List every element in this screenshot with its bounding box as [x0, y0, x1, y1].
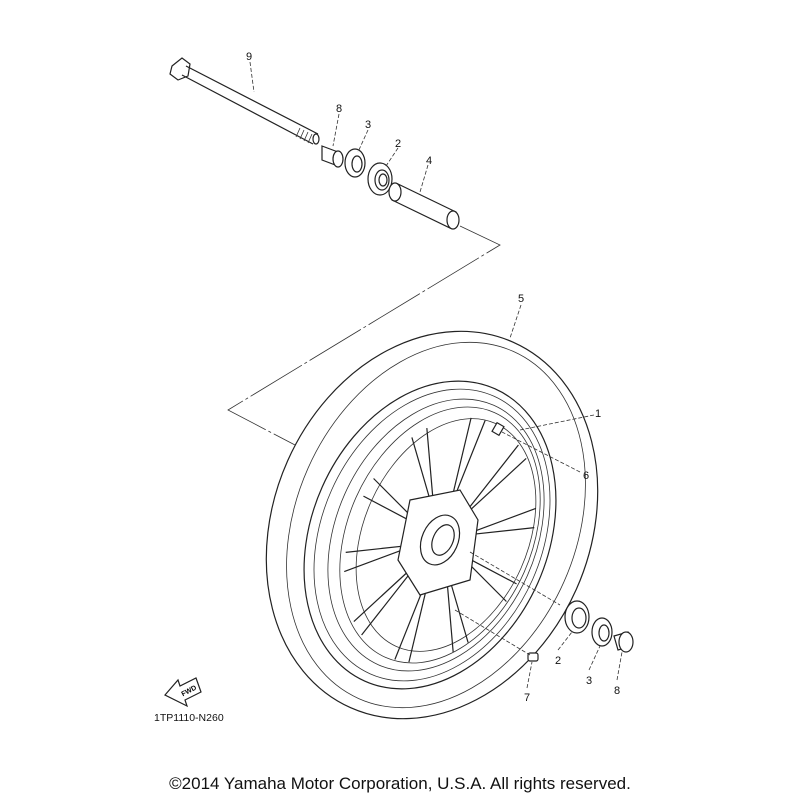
copyright-notice: ©2014 Yamaha Motor Corporation, U.S.A. A… — [169, 774, 631, 793]
oil-seal-bottom-part — [591, 617, 613, 647]
spacer-part — [388, 182, 460, 230]
callout-6: 6 — [583, 470, 589, 482]
leader-lines — [249, 61, 623, 689]
callout-2-bottom: 2 — [555, 655, 561, 667]
wheel-part — [303, 380, 557, 690]
callout-numbers: 9 8 3 2 4 5 1 6 2 3 8 7 — [246, 51, 620, 704]
callout-4: 4 — [426, 155, 432, 167]
oil-seal-top-part — [344, 148, 366, 178]
callout-3: 3 — [365, 119, 371, 131]
callout-7: 7 — [524, 692, 530, 704]
bearing-bottom-part — [564, 600, 590, 634]
tire-part — [265, 330, 599, 720]
callout-5: 5 — [518, 293, 524, 305]
callout-2: 2 — [395, 138, 401, 150]
collar-bottom-part — [613, 631, 634, 653]
callout-8-bottom: 8 — [614, 685, 620, 697]
callout-9: 9 — [246, 51, 252, 63]
callout-3-bottom: 3 — [586, 675, 592, 687]
axle-part — [169, 57, 320, 145]
balance-weight-part — [527, 652, 539, 662]
bearing-top-part — [367, 162, 393, 196]
diagram-code: 1TP1110-N260 — [154, 712, 224, 724]
callout-8: 8 — [336, 103, 342, 115]
collar-top-part — [321, 145, 344, 168]
fwd-arrow-icon: FWD — [164, 677, 202, 708]
callout-1: 1 — [595, 408, 601, 420]
valve-part — [491, 421, 505, 437]
